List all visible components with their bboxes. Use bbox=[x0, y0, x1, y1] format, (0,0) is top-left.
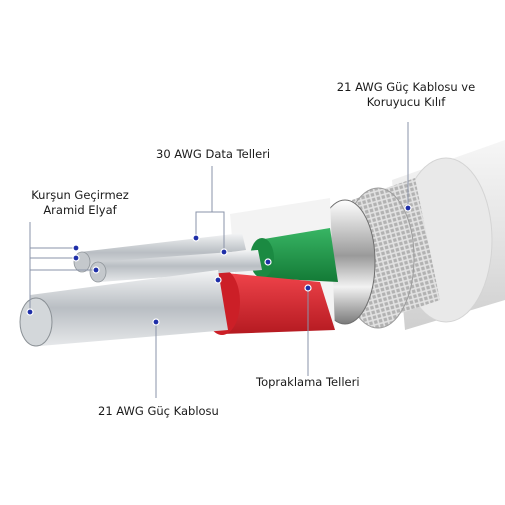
label-kevlar: Kurşun Geçirmez Aramid Elyaf bbox=[20, 188, 140, 218]
label-power-cable-sheath-line2: Koruyucu Kılıf bbox=[366, 95, 446, 109]
label-kevlar-line1: Kurşun Geçirmez bbox=[31, 188, 129, 202]
callout-lines bbox=[29, 122, 409, 398]
callout-dot bbox=[264, 258, 272, 266]
callout-dot bbox=[220, 248, 228, 256]
callout-dot bbox=[72, 254, 80, 262]
label-kevlar-line2: Aramid Elyaf bbox=[43, 203, 117, 217]
callout-dot bbox=[72, 244, 80, 252]
callout-dot bbox=[304, 284, 312, 292]
label-power-cable-text: 21 AWG Güç Kablosu bbox=[98, 404, 219, 418]
label-power-cable-sheath-line1: 21 AWG Güç Kablosu ve bbox=[336, 80, 476, 94]
callout-dot bbox=[152, 318, 160, 326]
label-power-cable: 21 AWG Güç Kablosu bbox=[98, 404, 219, 419]
callout-dot bbox=[26, 308, 34, 316]
callout-dot bbox=[92, 266, 100, 274]
callout-dot bbox=[192, 234, 200, 242]
callout-dot bbox=[214, 276, 222, 284]
callout-dot bbox=[404, 204, 412, 212]
label-data-wires: 30 AWG Data Telleri bbox=[156, 147, 270, 162]
power-wire-bundle bbox=[19, 270, 228, 347]
label-ground-wires: Topraklama Telleri bbox=[256, 375, 360, 390]
label-data-wires-text: 30 AWG Data Telleri bbox=[156, 147, 271, 161]
label-power-cable-sheath: 21 AWG Güç Kablosu ve Koruyucu Kılıf bbox=[336, 80, 476, 110]
callout-dots bbox=[26, 204, 412, 326]
label-ground-wires-text: Topraklama Telleri bbox=[256, 375, 360, 389]
